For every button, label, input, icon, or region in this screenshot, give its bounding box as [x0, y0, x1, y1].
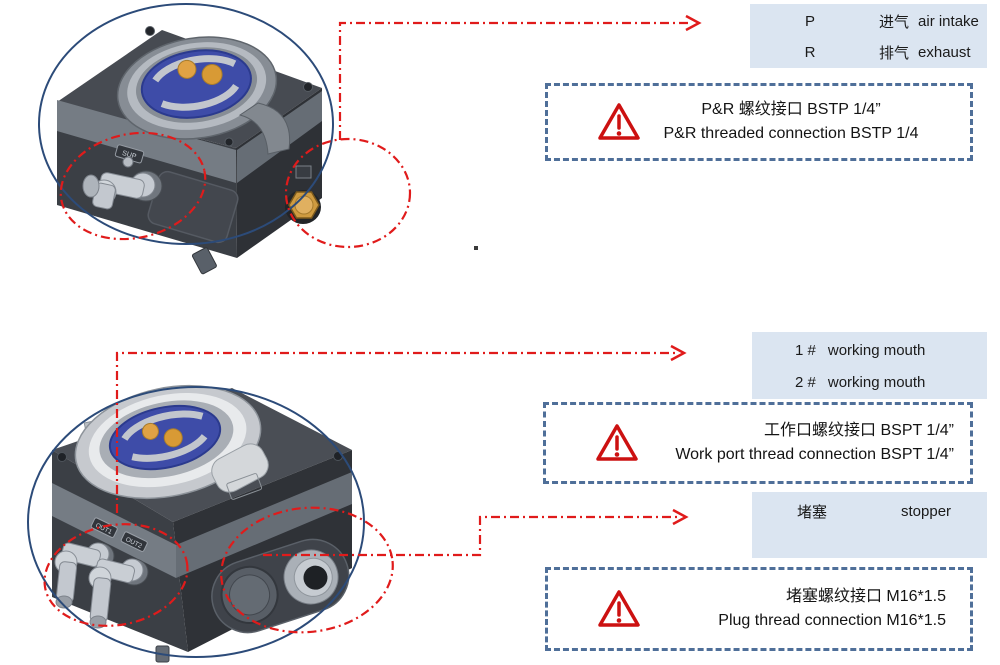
- screw-icon: [57, 452, 67, 462]
- working-port-table: 1 # working mouth 2 # working mouth: [752, 332, 987, 399]
- leader-arrow-working-ports: [115, 351, 677, 513]
- screw-icon: [303, 82, 313, 92]
- device1-bottom-tab: [191, 247, 217, 275]
- warning-text: 工作口螺纹接口 BSPT 1/4” Work port thread conne…: [640, 419, 970, 467]
- sup-port-label-text: SUP: [121, 150, 137, 161]
- warning-triangle-icon: [596, 424, 638, 461]
- working-port-number: 1 #: [795, 341, 816, 359]
- warning-line-zh: 堵塞螺纹接口 M16*1.5: [785, 588, 946, 605]
- positioner-device-top: SUP: [57, 26, 322, 275]
- dial-indicator-dot: [163, 428, 183, 448]
- dial-arc: [152, 55, 237, 83]
- screw-icon: [145, 26, 155, 36]
- device1-front-band: [57, 100, 236, 183]
- device1-sup-fitting: [82, 156, 163, 210]
- highlight-circle-working-ports: [43, 523, 189, 627]
- warning-text: P&R 螺纹接口 BSTP 1/4” P&R threaded connecti…: [642, 98, 970, 146]
- working-port-label: working mouth: [827, 373, 926, 391]
- warning-line-en: P&R threaded connection BSTP 1/4: [663, 125, 919, 142]
- fitting-bolt: [122, 156, 134, 168]
- table-row: 1 # working mouth: [752, 334, 987, 366]
- warning-triangle-icon: [598, 103, 640, 140]
- warning-box-plug-thread: 堵塞螺纹接口 M16*1.5 Plug thread connection M1…: [545, 567, 973, 651]
- working-port-number: 2 #: [795, 373, 816, 391]
- dial-indicator-dot: [141, 422, 159, 440]
- warning-line-en: Work port thread connection BSPT 1/4”: [675, 446, 954, 463]
- stopper-label-en: stopper: [901, 503, 952, 520]
- highlight-circle-exhaust-port: [284, 137, 412, 249]
- stray-dot: [474, 246, 478, 250]
- device2-side-band: [176, 472, 352, 578]
- warning-line-zh: P&R 螺纹接口 BSTP 1/4”: [701, 101, 881, 118]
- device2-plug-boss: [211, 538, 350, 634]
- port-name-en: exhaust: [918, 44, 971, 61]
- leader-arrow-ports: [338, 21, 692, 140]
- leader-arrowhead-working-ports: [670, 344, 687, 362]
- highlight-ellipse-device2: [27, 386, 365, 658]
- device1-exhaust-plug: [285, 165, 321, 224]
- table-row: R 排气 exhaust: [750, 37, 987, 68]
- highlight-circle-sup-port: [59, 131, 207, 241]
- dial-arc: [131, 434, 208, 462]
- warning-line-zh: 工作口螺纹接口 BSPT 1/4”: [764, 422, 954, 439]
- table-row: 堵塞 stopper: [752, 492, 987, 522]
- warning-line-en: Plug thread connection M16*1.5: [718, 612, 946, 629]
- port-name-zh: 进气: [879, 14, 910, 31]
- port-name-en: air intake: [918, 13, 979, 30]
- port-code: P: [804, 13, 815, 30]
- highlight-circle-stopper-port: [220, 506, 394, 634]
- dial-indicator-dot: [201, 63, 223, 85]
- dial-arc: [121, 410, 204, 441]
- working-port-label: working mouth: [827, 341, 926, 359]
- leader-arrowhead-ports: [685, 14, 702, 32]
- device2-working-fitting-1: [54, 542, 115, 609]
- table-row: 2 # working mouth: [752, 366, 987, 398]
- leader-arrowhead-stopper: [672, 508, 689, 526]
- cable-gland-bore: [303, 565, 328, 590]
- stopper-label-zh: 堵塞: [797, 504, 828, 521]
- dial-arc: [160, 83, 240, 111]
- dial-clamp: [238, 102, 291, 155]
- port-legend-table: P 进气 air intake R 排气 exhaust: [750, 4, 987, 68]
- device2-working-fitting-2: [88, 558, 149, 629]
- warning-text: 堵塞螺纹接口 M16*1.5 Plug thread connection M1…: [642, 585, 970, 633]
- stopper-table: 堵塞 stopper: [752, 492, 987, 558]
- dial-clamp: [211, 443, 269, 493]
- screw-icon: [224, 137, 234, 147]
- brand-plate: [226, 473, 263, 500]
- highlight-ellipse-device1: [38, 3, 334, 245]
- warning-box-pr-thread: P&R 螺纹接口 BSTP 1/4” P&R threaded connecti…: [545, 83, 973, 161]
- warning-triangle-icon: [598, 590, 640, 627]
- dial-indicator-dot: [177, 59, 197, 79]
- device1-dial-window: [116, 36, 278, 140]
- leader-arrow-stopper: [263, 515, 679, 557]
- port-name-zh: 排气: [879, 45, 910, 62]
- plug-label-plate: [295, 165, 312, 179]
- warning-box-work-port-thread: 工作口螺纹接口 BSPT 1/4” Work port thread conne…: [543, 402, 973, 484]
- table-row: P 进气 air intake: [750, 6, 987, 37]
- positioner-device-bottom: OUT1 OUT2: [52, 384, 352, 663]
- port-code: R: [804, 44, 816, 61]
